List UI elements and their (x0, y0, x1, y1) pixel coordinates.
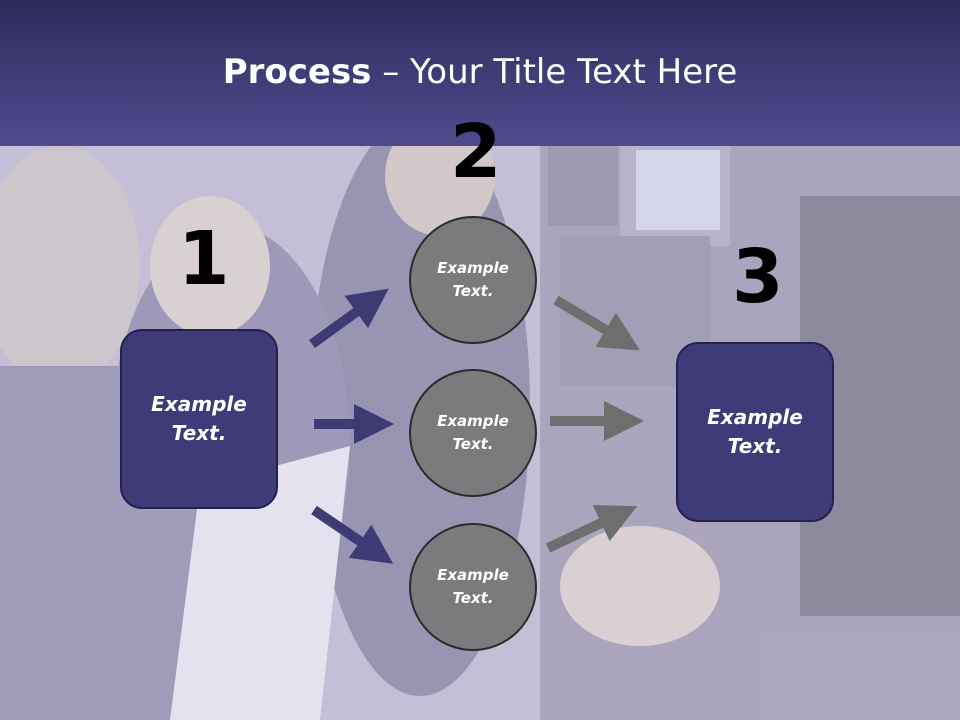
step3-box-line2: Text. (727, 434, 783, 458)
circle-middle-line1: Example (437, 412, 509, 430)
title-bold: Process (222, 52, 372, 92)
title-bar (0, 0, 960, 146)
circle-bottom-line1: Example (437, 566, 509, 584)
circle-bottom-line2: Text. (452, 589, 494, 607)
arrow-circle-bottom-to-box3 (545, 504, 638, 553)
step1-box-line1: Example (151, 392, 247, 416)
step-number-1: 1 (178, 216, 230, 302)
arrow-box1-to-circle-bottom (311, 505, 394, 564)
circle-top-line2: Text. (452, 282, 494, 300)
title-rest: – Your Title Text Here (371, 52, 738, 92)
circle-top-line1: Example (437, 259, 509, 277)
slide-title: Process – Your Title Text Here (0, 52, 960, 92)
step3-box-line1: Example (707, 405, 803, 429)
circle-middle-line2: Text. (452, 435, 494, 453)
arrow-box1-to-circle-top (309, 288, 389, 349)
step-number-2: 2 (450, 109, 502, 195)
step1-box-line2: Text. (171, 421, 227, 445)
arrow-circle-top-to-box3 (553, 295, 641, 351)
step-number-3: 3 (732, 234, 784, 320)
